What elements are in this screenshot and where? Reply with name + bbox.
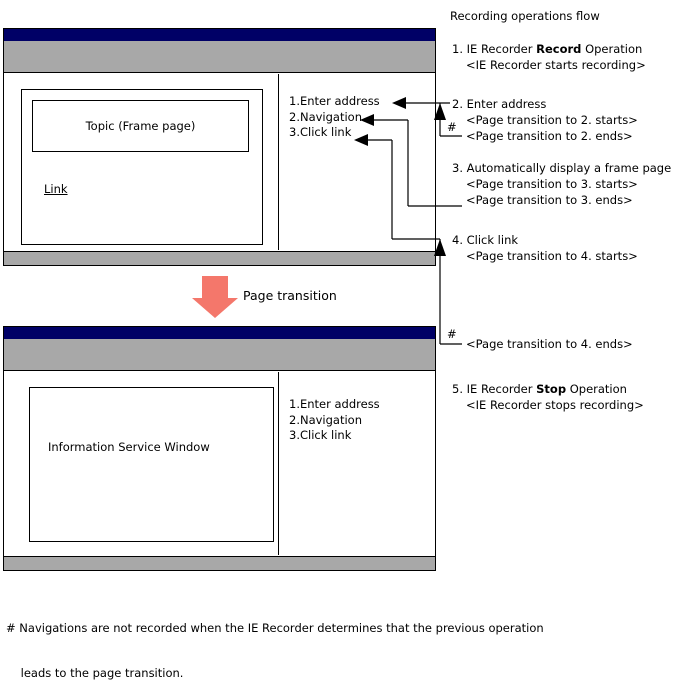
frame-nav-list-bottom: 1.Enter address 2.Navigation 3.Click lin… (289, 397, 380, 444)
footnote-line-2: leads to the page transition. (6, 666, 184, 680)
annotation-step-1-heading: 1. IE Recorder Record Operation (452, 42, 643, 56)
footnote: # Navigations are not recorded when the … (6, 591, 544, 696)
annotation-step-3-line-2: <Page transition to 3. ends> (466, 193, 633, 207)
annotations-title: Recording operations flow (450, 9, 600, 23)
nav-item-click-link[interactable]: 3.Click link (289, 428, 352, 442)
window-statusbar (4, 556, 435, 570)
page-link[interactable]: Link (44, 182, 68, 196)
nav-item-enter-address[interactable]: 1.Enter address (289, 94, 380, 108)
nav-item-click-link[interactable]: 3.Click link (289, 125, 352, 139)
annotation-step-3-line-1: <Page transition to 3. starts> (466, 177, 638, 191)
nav-item-enter-address[interactable]: 1.Enter address (289, 397, 380, 411)
annotation-step-3-heading: 3. Automatically display a frame page (452, 161, 672, 175)
frame-nav-list-top: 1.Enter address 2.Navigation 3.Click lin… (289, 94, 380, 141)
topic-frame-box: Topic (Frame page) (32, 100, 249, 152)
page-transition-label: Page transition (243, 288, 337, 303)
footnote-line-1: # Navigations are not recorded when the … (6, 621, 544, 635)
annotation-step-2: 2. Enter address <Page transition to 2. … (452, 96, 638, 144)
information-service-window-label: Information Service Window (48, 440, 210, 454)
hash-marker-step-4: # (447, 327, 457, 341)
annotation-step-5-heading: 5. IE Recorder Stop Operation (452, 382, 627, 396)
annotation-step-4-heading: 4. Click link (452, 233, 519, 247)
information-service-window-box: Information Service Window (29, 387, 274, 542)
browser-window-bottom: Information Service Window 1.Enter addre… (3, 326, 436, 571)
annotation-step-5: 5. IE Recorder Stop Operation <IE Record… (452, 381, 644, 413)
topic-frame-label: Topic (Frame page) (85, 119, 196, 133)
annotation-step-2-line-1: <Page transition to 2. starts> (466, 113, 638, 127)
frameset-divider (278, 74, 279, 250)
nav-item-navigation[interactable]: 2.Navigation (289, 412, 362, 427)
frameset-divider (278, 372, 279, 555)
window-titlebar (4, 29, 435, 41)
nav-item-navigation[interactable]: 2.Navigation (289, 109, 362, 124)
annotation-step-3: 3. Automatically display a frame page <P… (452, 160, 671, 208)
window-statusbar (4, 251, 435, 265)
annotation-step-1-line-1: <IE Recorder starts recording> (466, 58, 646, 72)
frame-content-outer-box: Topic (Frame page) Link (21, 89, 263, 245)
hash-marker-step-2: # (447, 120, 457, 134)
window-titlebar (4, 327, 435, 339)
annotation-step-4: 4. Click link <Page transition to 4. sta… (452, 232, 638, 264)
annotation-step-4-line-1: <Page transition to 4. starts> (466, 249, 638, 263)
annotation-step-2-heading: 2. Enter address (452, 97, 547, 111)
annotation-step-5-line-1: <IE Recorder stops recording> (466, 398, 644, 412)
window-toolbar (4, 41, 435, 73)
annotation-step-2-line-2: <Page transition to 2. ends> (466, 129, 633, 143)
annotation-step-4-ends: <Page transition to 4. ends> (466, 336, 633, 352)
annotation-step-4-ends-line: <Page transition to 4. ends> (466, 337, 633, 351)
window-toolbar (4, 339, 435, 371)
browser-window-top: Topic (Frame page) Link 1.Enter address … (3, 28, 436, 266)
annotation-step-1: 1. IE Recorder Record Operation <IE Reco… (452, 41, 646, 73)
page-transition-arrow-icon (192, 276, 238, 318)
